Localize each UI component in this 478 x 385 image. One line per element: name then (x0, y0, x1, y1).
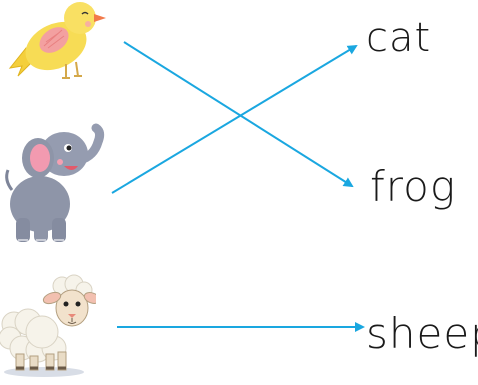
sheep-icon (0, 274, 96, 377)
word-frog: frog (370, 162, 457, 211)
sheep-picture (0, 274, 96, 378)
word-sheep: sheep (366, 309, 478, 358)
arrow-elephant-to-cat (111, 44, 358, 194)
bird-picture (8, 0, 108, 82)
elephant-picture (2, 122, 110, 246)
bird-icon (8, 2, 106, 79)
word-cat: cat (366, 15, 432, 61)
arrow-bird-to-frog (123, 41, 354, 188)
elephant-icon (5, 123, 105, 242)
